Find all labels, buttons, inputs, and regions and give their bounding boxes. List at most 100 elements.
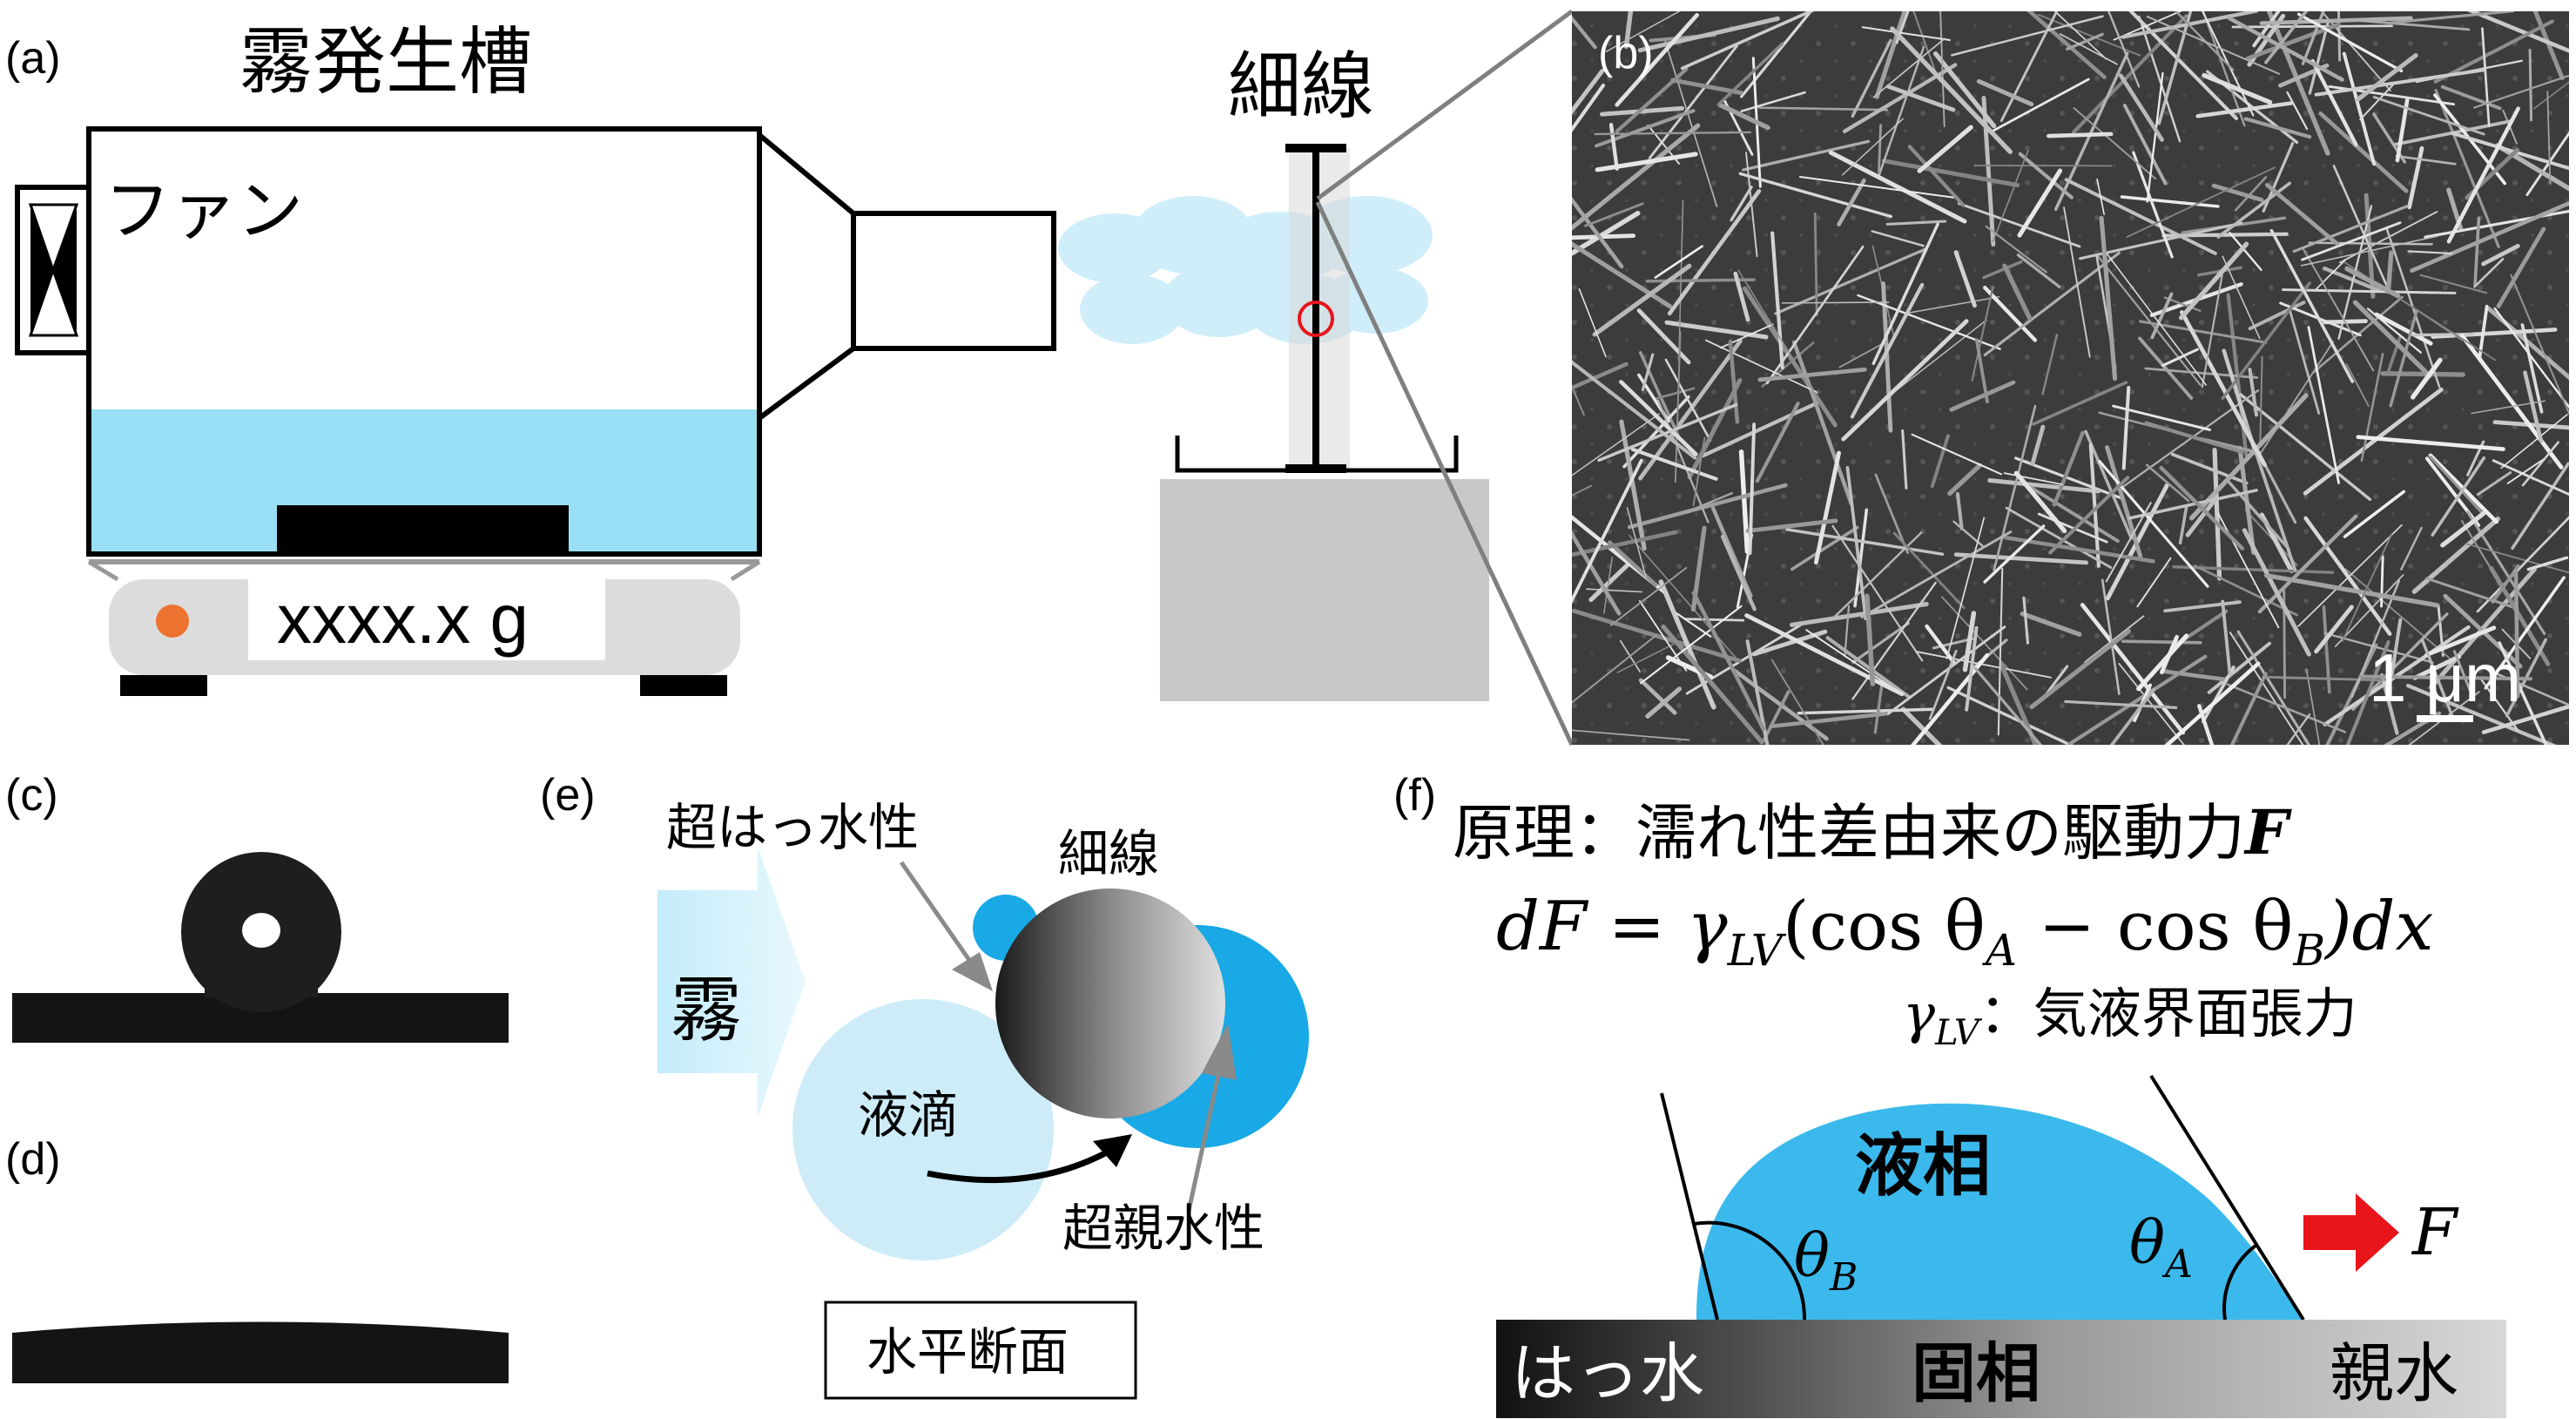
nanoneedle	[2239, 393, 2372, 501]
nanoneedle	[2101, 578, 2121, 695]
nanoneedle	[2080, 603, 2186, 735]
nanoneedle	[2185, 497, 2218, 537]
nanoneedle	[1619, 419, 1647, 551]
nanoneedle	[2410, 357, 2443, 400]
nanoneedle	[2425, 577, 2519, 611]
nanoneedle	[1597, 402, 1738, 463]
nanoneedle	[2174, 11, 2235, 71]
nanoneedle	[2197, 704, 2215, 745]
force-label: F	[2411, 1195, 2459, 1270]
nanoneedle	[2332, 165, 2390, 291]
nanoneedle	[2489, 565, 2551, 666]
nanoneedle	[2121, 639, 2202, 645]
fan-label: ファン	[105, 172, 303, 249]
angle-arc-a	[2222, 1244, 2257, 1321]
nanoneedle	[2032, 381, 2128, 426]
nanoneedle	[1985, 225, 2047, 274]
nanoneedle	[1997, 567, 2004, 736]
nanoneedle	[2211, 183, 2264, 202]
cross-section-box	[824, 1301, 1137, 1400]
nanoneedle	[2385, 250, 2394, 294]
nanoneedle	[1769, 712, 1887, 729]
gamma-definition: γLV：気液界面張力	[1903, 982, 2357, 1053]
gamma-desc: ：気液界面張力	[1979, 982, 2357, 1045]
superhydrophilic-label: 超親水性	[1062, 1199, 1264, 1258]
nanoneedle	[2296, 12, 2404, 73]
eq-mid: (cos θ	[1783, 888, 1986, 966]
droplet-highlight	[242, 913, 280, 948]
nanoneedle	[2119, 73, 2164, 142]
zoom-line-top	[1316, 9, 1574, 201]
nanoneedle	[2412, 654, 2462, 680]
nanoneedle	[1932, 51, 1997, 129]
nanoneedle	[2041, 334, 2059, 395]
nanoneedle	[2229, 632, 2304, 745]
nanoneedle	[2511, 462, 2569, 551]
nanoneedle	[1813, 450, 1841, 565]
panel-d: (d)	[5, 1134, 509, 1383]
nanoneedle	[2356, 435, 2505, 451]
wire-cross-section	[995, 889, 1225, 1118]
nanoneedle	[2088, 443, 2101, 568]
nanoneedle	[1791, 340, 1853, 506]
nanoneedle	[1572, 413, 1661, 476]
nanoneedle	[1871, 230, 1925, 247]
nanoneedle	[2064, 178, 2217, 255]
nanoneedle	[1572, 196, 1624, 269]
nanoneedle	[1907, 145, 1966, 207]
nanoneedle	[1971, 286, 1994, 382]
nanoneedle	[1762, 690, 1790, 743]
arrow-superhydrophilic-icon	[1202, 1024, 1237, 1080]
nanoneedle	[2303, 248, 2375, 372]
nanoneedle	[1962, 611, 1977, 672]
nanoneedle	[2344, 266, 2401, 299]
nanoneedle	[1595, 152, 1698, 172]
nanoneedle	[2440, 510, 2486, 548]
nozzle-outlet	[851, 211, 1056, 351]
nanoneedle	[2138, 336, 2194, 400]
nanoneedle	[2226, 683, 2347, 733]
nanoneedle	[2096, 179, 2105, 215]
nanoneedle	[2467, 11, 2569, 53]
nanoneedle	[2269, 228, 2355, 383]
nanoneedle	[2146, 16, 2281, 75]
nanoneedle	[1965, 625, 1979, 712]
nanoneedle	[2533, 81, 2569, 110]
nanoneedle	[1619, 380, 1698, 456]
nanoneedle	[1687, 378, 1743, 480]
nanoneedle	[2048, 476, 2130, 555]
nanoneedle	[1939, 11, 1945, 128]
panel-b: (b) 1 μm	[1572, 11, 2569, 745]
nanoneedle	[2144, 421, 2244, 454]
nanoneedle	[2159, 465, 2245, 551]
nanoneedle	[1860, 530, 2013, 618]
nozzle-cone	[757, 129, 856, 423]
nanoneedle	[2400, 526, 2423, 571]
nanoneedle	[2164, 661, 2261, 745]
nanoneedle	[2318, 111, 2409, 193]
nanoneedle	[1608, 123, 1619, 171]
sem-image	[1572, 11, 2569, 745]
nanoneedle	[1906, 295, 2000, 314]
nanoneedle	[2300, 235, 2438, 267]
nanoneedle	[1733, 271, 1750, 322]
nanoneedle	[1664, 40, 1718, 207]
gamma-sub: LV	[1934, 1013, 1983, 1053]
nanoneedle	[2162, 669, 2228, 682]
solid-phase-label: 固相	[1912, 1336, 2040, 1411]
nanoneedle	[1701, 399, 1823, 458]
nanoneedle	[1685, 623, 1803, 695]
nanoneedle	[1838, 341, 1888, 368]
nanoneedle	[2433, 19, 2554, 84]
nanoneedle	[1974, 338, 1989, 404]
panel-b-label: (b)	[1598, 28, 1654, 78]
nanoneedle	[1845, 466, 1868, 621]
nanoneedle	[1874, 473, 1910, 555]
nanoneedle	[1999, 662, 2039, 745]
nanoneedle	[1900, 706, 1943, 745]
nanoneedle	[2478, 304, 2489, 359]
scalebar-label: 1 μm	[2369, 639, 2521, 716]
nanoneedle	[2202, 11, 2255, 117]
nanoneedle	[1983, 251, 2121, 357]
nanoneedle	[2202, 72, 2273, 105]
